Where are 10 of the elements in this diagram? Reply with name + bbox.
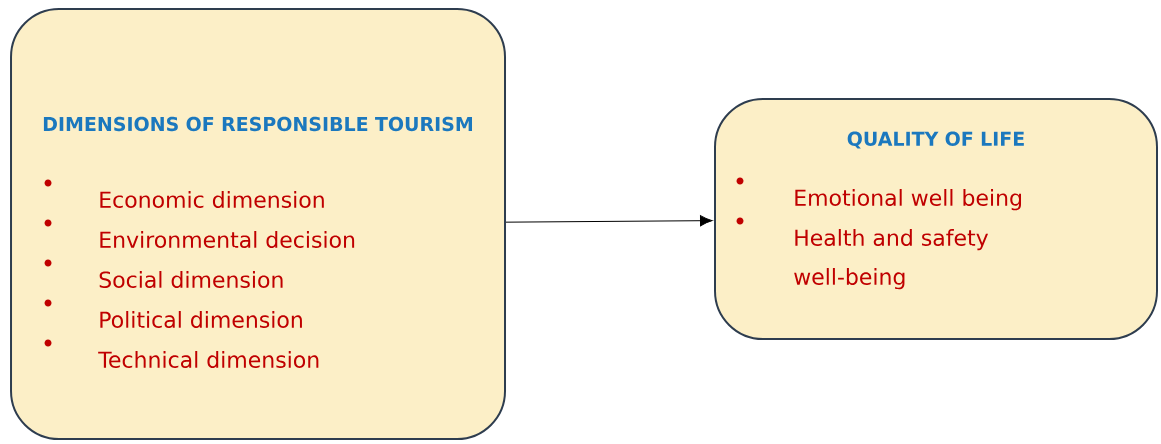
list-item: Social dimension [44, 259, 283, 288]
list-item: Economic dimension [44, 179, 324, 208]
list-item: Health and safety well-being [736, 217, 989, 290]
arrow [505, 215, 713, 227]
list-item: Technical dimension [44, 339, 319, 368]
heading: DIMENSIONS OF RESPONSIBLE TOURISM [43, 116, 472, 132]
heading: QUALITY OF LIFE [847, 131, 1024, 149]
list-item: Political dimension [44, 299, 302, 328]
list-item: Emotional well being [736, 177, 1021, 211]
list-item: Environmental decision [44, 219, 355, 248]
